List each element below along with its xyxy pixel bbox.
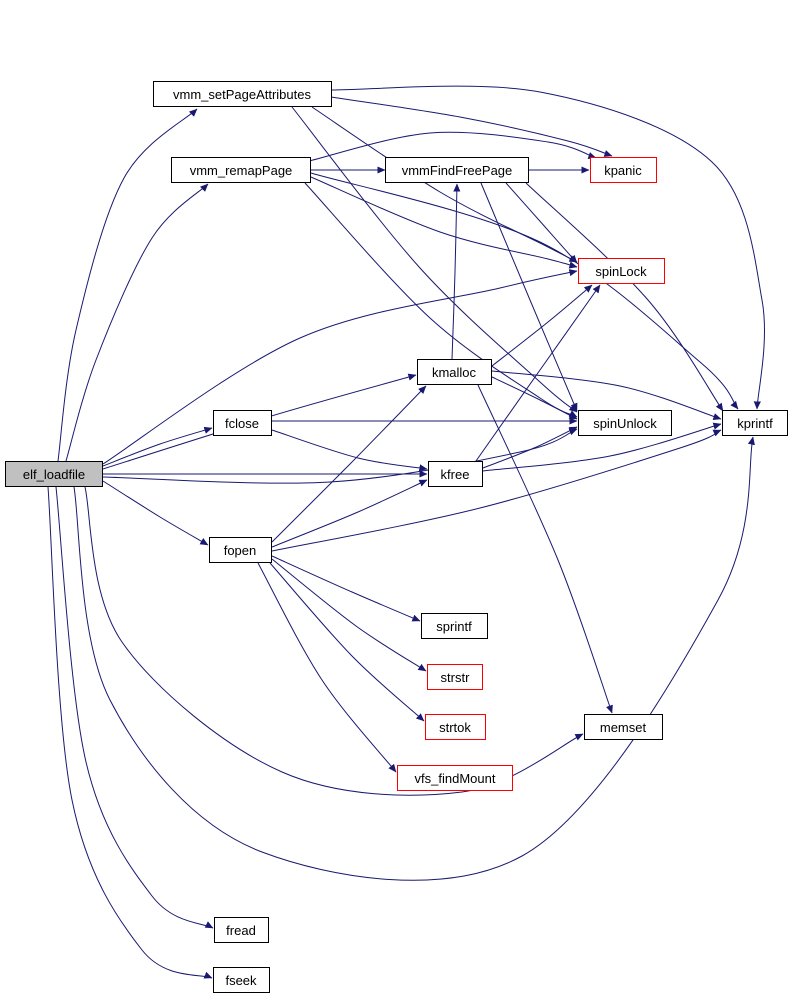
node-vfs_findMount[interactable]: vfs_findMount [397,765,513,791]
edge-kfree-to-spinUnlock [482,426,578,469]
node-fopen[interactable]: fopen [208,537,272,563]
node-kprintf[interactable]: kprintf [722,410,788,436]
edge-vmmFindFreePage-to-spinLock [505,182,578,264]
edge-fopen-to-strstr [271,558,427,672]
node-kmalloc[interactable]: kmalloc [416,359,492,385]
edge-elf_loadfile-to-spinLock [102,269,578,465]
node-sprintf[interactable]: sprintf [420,613,488,639]
edge-kmalloc-to-spinLock [491,284,593,367]
edge-kmalloc-to-vmmFindFreePage [451,183,461,360]
edge-vmm_remapPage-to-kpanic [308,131,597,162]
edge-elf_loadfile-to-fseek [47,486,213,979]
node-elf_loadfile: elf_loadfile [5,461,103,487]
node-fread[interactable]: fread [213,917,269,943]
node-memset[interactable]: memset [583,714,663,740]
node-vmm_remapPage[interactable]: vmm_remapPage [171,157,311,183]
edge-vmm_setPageAttributes-to-spinUnlock [291,106,578,413]
edge-elf_loadfile-to-vmm_remapPage [65,183,209,462]
edge-elf_loadfile-to-vmm_setPageAttributes [57,108,198,462]
edge-fopen-to-kprintf [271,429,722,552]
edge-vmm_remapPage-to-spinLock [310,176,578,269]
edge-kmalloc-to-memset [477,384,613,714]
edge-fopen-to-strtok [269,562,425,722]
node-spinLock[interactable]: spinLock [577,258,665,284]
edge-kfree-to-spinLock [475,284,601,462]
edge-vmm_setPageAttributes-to-kprintf [330,85,765,410]
edge-kmalloc-to-kprintf [491,370,722,421]
edge-elf_loadfile-to-fread [55,486,214,929]
node-fclose[interactable]: fclose [212,410,272,436]
edge-fopen-to-kmalloc [271,385,427,543]
edge-fclose-to-kfree [271,429,428,472]
edge-fopen-to-kfree [271,479,428,548]
edge-vmm_setPageAttributes-to-kpanic [330,96,613,157]
node-strstr[interactable]: strstr [427,664,483,690]
edge-elf_loadfile-to-spinUnlock [102,428,578,484]
node-vmm_setPageAttributes[interactable]: vmm_setPageAttributes [152,81,332,107]
node-vmmFindFreePage[interactable]: vmmFindFreePage [385,157,529,183]
node-kpanic[interactable]: kpanic [589,157,657,183]
edge-fopen-to-sprintf [271,555,421,622]
edge-vmmFindFreePage-to-spinUnlock [480,182,578,412]
node-fseek[interactable]: fseek [212,967,270,993]
edge-elf_loadfile-to-kprintf [73,436,755,881]
edge-elf_loadfile-to-fclose [102,426,213,467]
node-spinUnlock[interactable]: spinUnlock [578,410,672,436]
edge-fopen-to-vfs_findMount [257,562,397,773]
node-strtok[interactable]: strtok [424,714,486,740]
node-kfree[interactable]: kfree [427,461,483,487]
edge-kfree-to-kprintf [482,422,722,472]
edge-kmalloc-to-spinUnlock [491,376,578,420]
edge-elf_loadfile-to-fopen [102,480,209,546]
edge-elf_loadfile-to-memset [84,486,584,796]
edge-vmmFindFreePage-to-kprintf [525,182,724,412]
